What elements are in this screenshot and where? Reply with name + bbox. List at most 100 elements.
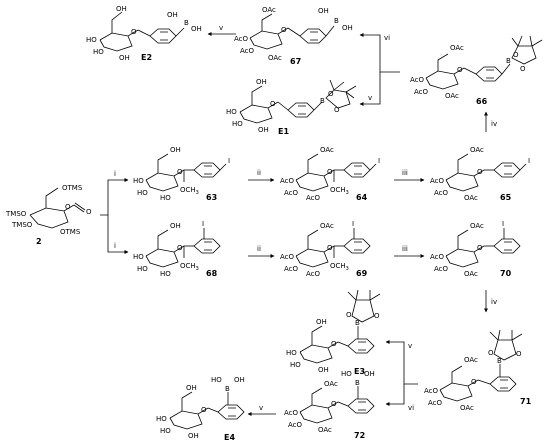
compound-69-structure: OAc O AcO AcO AcO I OCH3 69: [280, 220, 371, 278]
compound-66-structure: OAc O AcO AcO OAc B O O 66: [410, 35, 543, 106]
reagent-i: i: [114, 170, 116, 178]
boron-atom: B: [225, 385, 230, 393]
compound-label-2: 2: [36, 237, 42, 246]
atom-aco: AcO: [434, 265, 449, 273]
atom-oac: OAc: [460, 404, 474, 412]
atom-ho: HO: [133, 253, 144, 261]
atom-o: O: [374, 312, 380, 320]
compound-E4-structure: OH O HO HO OH B HO OH E4: [156, 376, 245, 442]
boron-atom: B: [355, 319, 360, 327]
atom-ho: HO: [232, 120, 243, 128]
ring-oxygen: O: [471, 378, 477, 386]
atom-oh: OH: [318, 7, 329, 15]
iodine-atom: I: [202, 220, 204, 228]
atom-oac: OAc: [470, 222, 484, 230]
arrow-v-to-e1: [359, 72, 381, 106]
arrow-vi-bottom: [385, 384, 405, 406]
atom-och3: OCH3: [330, 262, 349, 272]
compound-label-63: 63: [206, 193, 217, 202]
ring-oxygen: O: [270, 100, 276, 108]
atom-oac: OAc: [268, 54, 282, 62]
atom-aco: AcO: [306, 194, 321, 202]
atom-aco: AcO: [306, 270, 321, 278]
compound-label-65: 65: [500, 193, 512, 202]
ring-oxygen: O: [331, 400, 337, 408]
atom-aco: AcO: [414, 88, 429, 96]
reagent-iii: iii: [402, 245, 408, 253]
atom-o: O: [520, 65, 526, 73]
compound-68-structure: OH O HO HO HO I OCH3 68: [133, 220, 221, 278]
compound-70-structure: OAc O AcO AcO OAc I 70: [430, 220, 521, 278]
ring-oxygen: O: [177, 168, 183, 176]
compound-label-68: 68: [206, 269, 218, 278]
atom-oac: OAc: [318, 426, 332, 434]
ring-oxygen: O: [327, 168, 333, 176]
atom-ho: HO: [137, 265, 148, 273]
reagent-iv: iv: [491, 120, 497, 128]
boron-atom: B: [497, 357, 502, 365]
atom-ho: HO: [133, 177, 144, 185]
atom-ho: HO: [160, 270, 171, 278]
atom-oac: OAc: [470, 146, 484, 154]
ring-oxygen: O: [457, 66, 463, 74]
boron-atom: B: [355, 379, 360, 387]
atom-oh: OH: [342, 24, 353, 32]
compound-65-structure: OAc O AcO AcO OAc I 65: [430, 146, 530, 202]
compound-E2-structure: OH O HO HO OH B OH OH E2: [86, 5, 202, 62]
iodine-atom: I: [228, 157, 230, 165]
atom-o: O: [516, 350, 522, 358]
arrow-v-to-e3: [385, 340, 418, 385]
atom-tmso: TMSO: [5, 210, 27, 218]
arrow-i-lower: [107, 215, 129, 254]
atom-oac: OAc: [445, 92, 459, 100]
atom-oac: OAc: [320, 222, 334, 230]
atom-och3: OCH3: [180, 262, 199, 272]
atom-aco: AcO: [434, 189, 449, 197]
atom-oh: OH: [364, 370, 375, 378]
compound-label-71: 71: [520, 397, 532, 406]
boron-atom: B: [184, 19, 189, 27]
atom-och3: OCH3: [180, 186, 199, 196]
boron-atom: B: [334, 17, 339, 25]
atom-ho: HO: [290, 361, 301, 369]
ring-oxygen: O: [201, 406, 207, 414]
atom-aco: AcO: [280, 177, 295, 185]
ring-oxygen: O: [281, 26, 287, 34]
atom-ho: HO: [226, 108, 237, 116]
compound-72-structure: OAc O AcO AcO OAc B HO OH 72: [284, 370, 375, 440]
reagent-vi: vi: [408, 404, 414, 412]
compound-label-66: 66: [476, 97, 488, 106]
atom-oac: OAc: [464, 270, 478, 278]
compound-E1-structure: OH O HO HO OH B O O E1: [226, 78, 357, 136]
atom-oh: OH: [191, 25, 202, 33]
atom-aco: AcO: [284, 409, 299, 417]
reagent-vi: vi: [384, 34, 390, 42]
compound-2-structure: OTMS O O TMSO TMSO OTMS 2: [5, 184, 92, 246]
compound-67-structure: OAc O AcO AcO OAc B OH OH 67: [234, 6, 353, 66]
compound-71-structure: OAc O AcO AcO OAc B O O 71: [424, 329, 532, 412]
atom-oh: OH: [316, 318, 327, 326]
atom-ho: HO: [211, 376, 222, 384]
ring-oxygen: O: [327, 244, 333, 252]
compound-label-e2: E2: [141, 53, 152, 62]
boron-atom: B: [506, 57, 511, 65]
reagent-v: v: [219, 24, 223, 32]
reagent-v: v: [368, 94, 372, 102]
atom-aco: AcO: [424, 387, 439, 395]
reagent-ii: ii: [257, 245, 261, 253]
arrow-i-upper: [100, 178, 129, 216]
atom-ho: HO: [156, 415, 167, 423]
boron-atom: B: [320, 97, 325, 105]
atom-o: O: [346, 311, 352, 319]
atom-ho: HO: [286, 349, 297, 357]
ring-oxygen: O: [131, 28, 137, 36]
atom-aco: AcO: [280, 253, 295, 261]
atom-oh: OH: [170, 146, 181, 154]
atom-aco: AcO: [428, 399, 443, 407]
atom-ho: HO: [137, 189, 148, 197]
atom-oh: OH: [256, 78, 267, 86]
iodine-atom: I: [502, 220, 504, 228]
atom-oh: OH: [234, 376, 245, 384]
atom-oh: OH: [116, 5, 127, 13]
atom-aco: AcO: [430, 253, 445, 261]
